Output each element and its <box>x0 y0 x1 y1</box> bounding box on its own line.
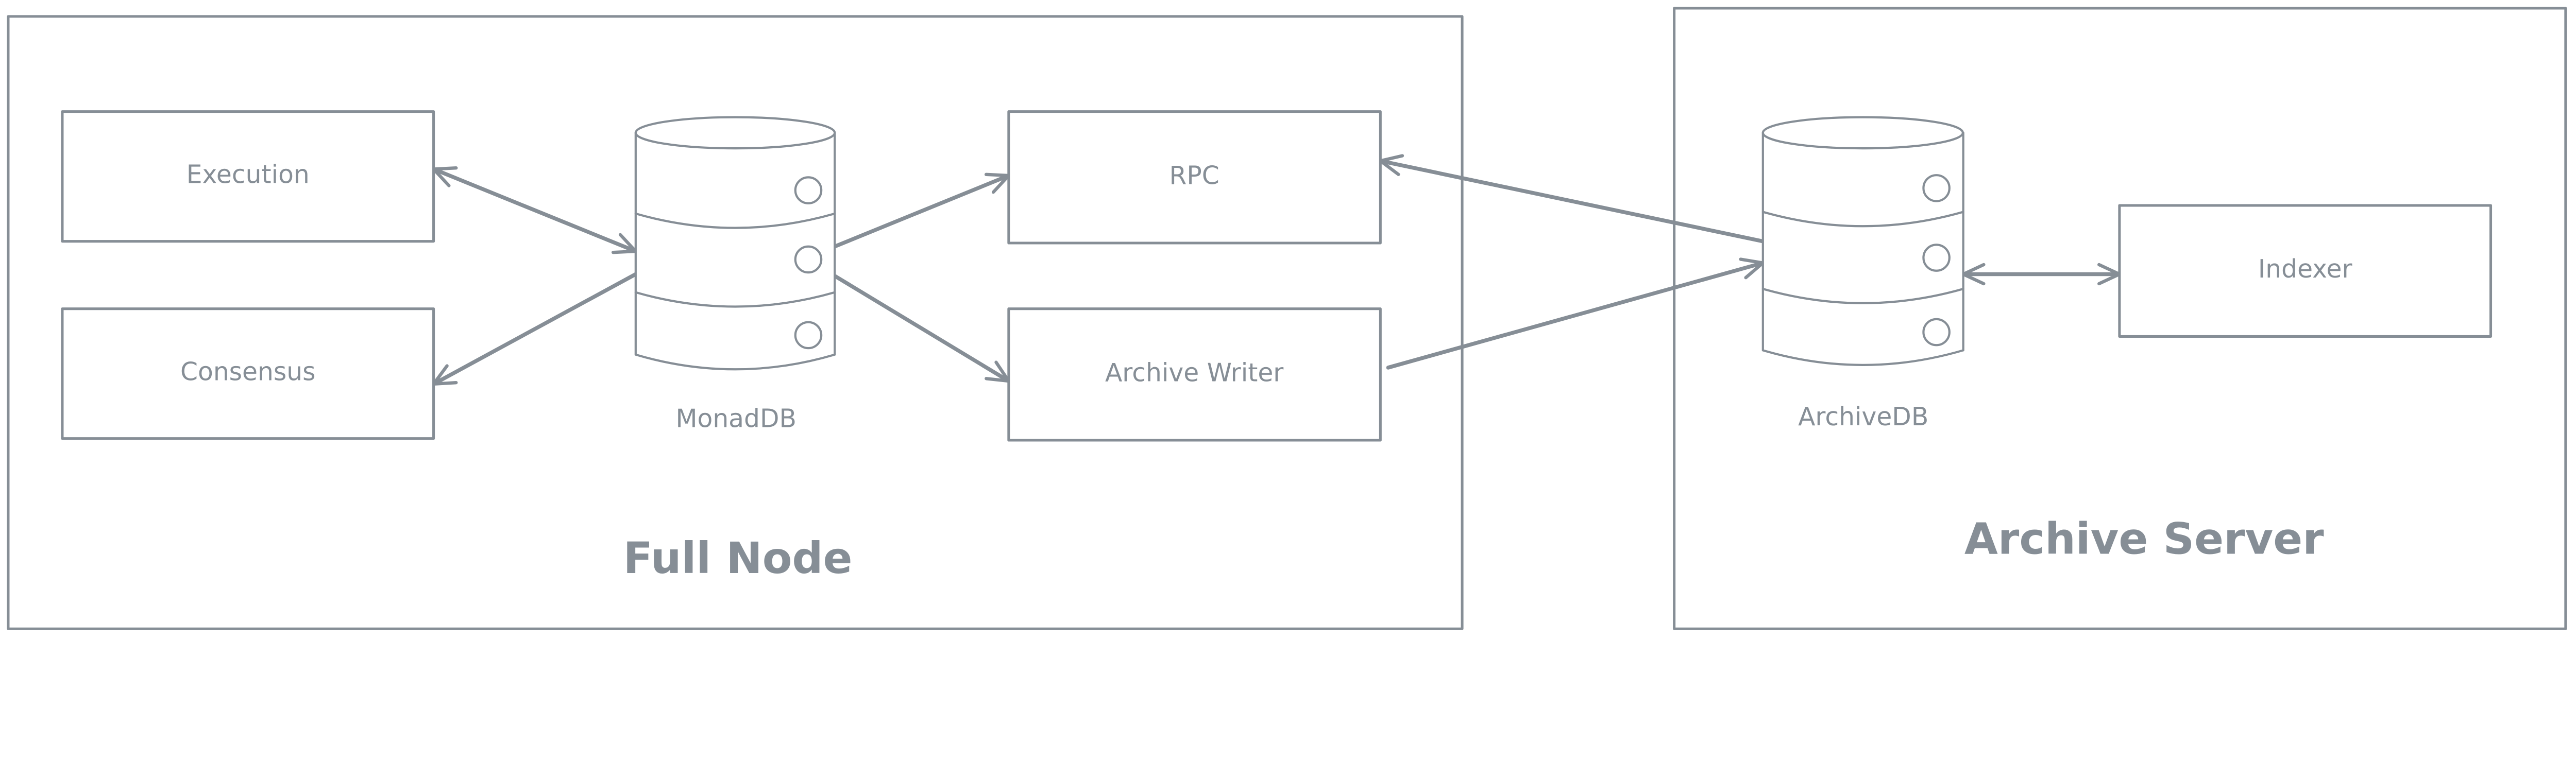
monaddb-rpc-arrow <box>833 172 1012 249</box>
monaddb-consensus-arrow <box>430 272 638 386</box>
rpc-label: RPC <box>1170 161 1219 190</box>
indexer-node: Indexer <box>2118 204 2493 338</box>
archive-writer-archivedb-arrow <box>1386 257 1767 370</box>
indexer-label: Indexer <box>2258 255 2353 284</box>
execution-monaddb-arrow <box>430 166 639 254</box>
execution-label: Execution <box>187 161 310 189</box>
full-node-frame <box>7 15 1464 630</box>
archivedb-database-icon <box>1761 116 1964 366</box>
monaddb-label: MonadDB <box>676 404 796 433</box>
archive-server-frame <box>1673 7 2567 630</box>
execution-node: Execution <box>61 110 435 243</box>
archive-writer-label: Archive Writer <box>1105 358 1284 387</box>
architecture-diagram: Full Node Archive Server Execution Conse… <box>7 7 2567 630</box>
rpc-node: RPC <box>1007 110 1382 245</box>
monaddb-database-icon <box>634 116 836 371</box>
archivedb-label: ArchiveDB <box>1798 403 1928 431</box>
archive-writer-node: Archive Writer <box>1007 307 1382 442</box>
archivedb-rpc-arrow <box>1376 154 1765 244</box>
archive-server-title: Archive Server <box>1964 513 2324 564</box>
monaddb-archive-writer-arrow <box>833 274 1012 383</box>
consensus-node: Consensus <box>61 307 435 440</box>
full-node-title: Full Node <box>623 533 853 583</box>
consensus-label: Consensus <box>180 358 315 387</box>
